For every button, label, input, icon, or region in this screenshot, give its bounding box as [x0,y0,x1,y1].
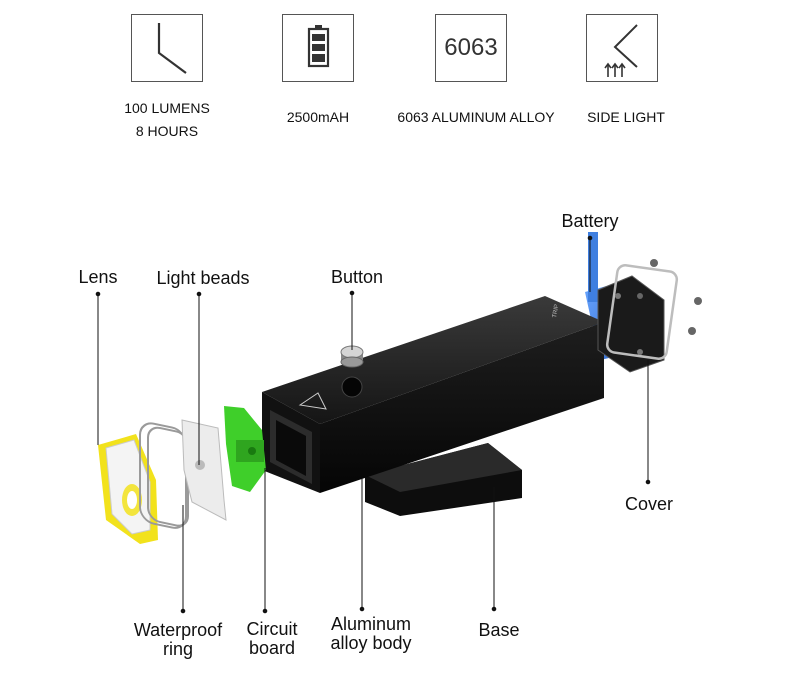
label-circuit-board: Circuit board [246,619,298,658]
feature-box-alloy: 6063 [435,14,507,82]
label-base: Base [478,620,520,640]
beam-angle-icon [157,23,187,74]
label-waterproof-ring: Waterproof ring [133,620,223,659]
feature-label-side-light: SIDE LIGHT [587,109,665,125]
button-part [340,345,364,368]
label-button: Button [330,267,384,287]
cover-part [597,259,702,373]
feature-box-battery [282,14,354,82]
feature-box-side-light [586,14,658,82]
light-beads-part [181,419,227,521]
aluminum-body-part: TRIP [262,296,604,493]
svg-text:TRIP: TRIP [552,304,560,319]
label-lens: Lens [78,267,118,287]
feature-label-alloy: 6063 ALUMINUM ALLOY [397,109,555,125]
base-part [365,443,522,516]
feature-box-lumens [131,14,203,82]
label-aluminum-body: Aluminum alloy body [330,614,412,653]
side-light-icon [604,24,638,77]
feature-label-lumens: 100 LUMENS 8 HOURS [124,100,210,139]
circuit-board-part [224,406,266,492]
alloy-6063-icon: 6063 [444,34,498,61]
battery-icon [307,25,330,68]
feature-label-battery: 2500mAH [286,109,350,125]
leader-lines [95,235,651,614]
label-cover: Cover [624,494,673,514]
label-battery: Battery [561,211,619,231]
label-light-beads: Light beads [156,268,250,288]
